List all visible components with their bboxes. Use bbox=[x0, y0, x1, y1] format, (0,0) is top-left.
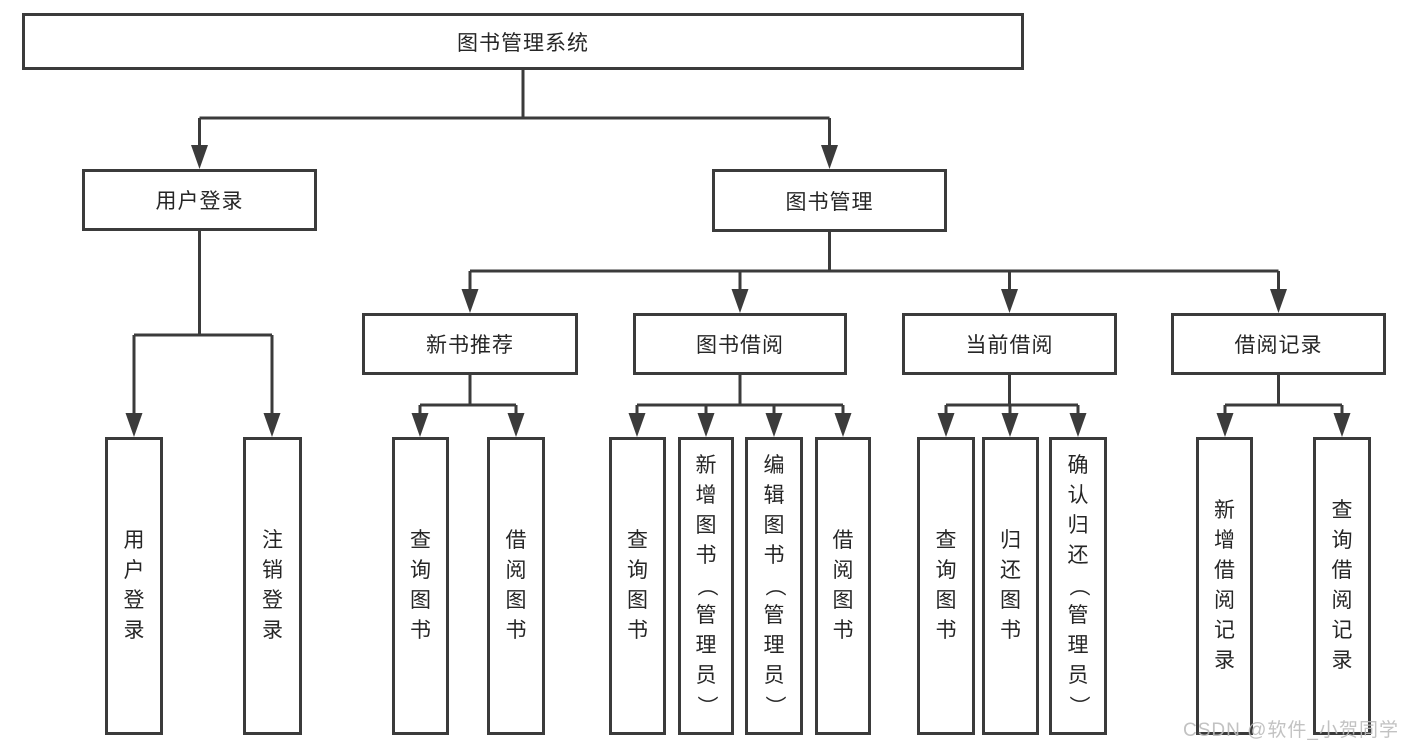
leaf-return-book-label: 归还图书 bbox=[1000, 529, 1021, 642]
leaf-borrow-books-recommend: 借阅图书 bbox=[487, 437, 545, 735]
node-borrow-records: 借阅记录 bbox=[1171, 313, 1386, 375]
leaf-query-borrow-record-label: 查询借阅记录 bbox=[1331, 499, 1353, 672]
leaf-query-books-borrow-label: 查询图书 bbox=[627, 529, 648, 642]
leaf-confirm-return-admin-label: 确认归还（管理员） bbox=[1067, 454, 1090, 717]
node-book-borrow-label: 图书借阅 bbox=[696, 334, 784, 357]
node-library-system-label: 图书管理系统 bbox=[457, 31, 589, 55]
node-current-borrow-label: 当前借阅 bbox=[965, 334, 1054, 357]
leaf-borrow-books-borrow-label: 借阅图书 bbox=[832, 529, 854, 642]
leaf-confirm-return-admin: 确认归还（管理员） bbox=[1049, 437, 1107, 735]
leaf-return-book: 归还图书 bbox=[982, 437, 1039, 735]
leaf-query-books-current: 查询图书 bbox=[917, 437, 975, 735]
leaf-user-login: 用户登录 bbox=[105, 437, 163, 735]
node-borrow-records-label: 借阅记录 bbox=[1234, 334, 1323, 357]
csdn-watermark: CSDN @软件_小贺同学 bbox=[1183, 720, 1399, 741]
leaf-borrow-books-borrow: 借阅图书 bbox=[815, 437, 871, 735]
node-book-borrow: 图书借阅 bbox=[633, 313, 847, 375]
leaf-query-books-recommend: 查询图书 bbox=[392, 437, 449, 735]
node-book-management: 图书管理 bbox=[712, 169, 947, 232]
leaf-add-book-admin: 新增图书（管理员） bbox=[678, 437, 734, 735]
leaf-edit-book-admin-label: 编辑图书（管理员） bbox=[763, 454, 786, 717]
node-library-system: 图书管理系统 bbox=[22, 13, 1024, 70]
leaf-add-borrow-record-label: 新增借阅记录 bbox=[1214, 499, 1235, 672]
leaf-query-books-current-label: 查询图书 bbox=[935, 529, 957, 642]
node-user-login: 用户登录 bbox=[82, 169, 317, 231]
node-new-book-recommend: 新书推荐 bbox=[362, 313, 578, 375]
leaf-logout-label: 注销登录 bbox=[262, 529, 283, 642]
leaf-logout: 注销登录 bbox=[243, 437, 302, 735]
leaf-borrow-books-recommend-label: 借阅图书 bbox=[505, 529, 527, 642]
node-user-login-label: 用户登录 bbox=[155, 190, 244, 213]
node-book-management-label: 图书管理 bbox=[785, 190, 874, 214]
leaf-query-books-recommend-label: 查询图书 bbox=[410, 529, 431, 642]
node-new-book-recommend-label: 新书推荐 bbox=[426, 334, 514, 357]
node-current-borrow: 当前借阅 bbox=[902, 313, 1117, 375]
leaf-query-books-borrow: 查询图书 bbox=[609, 437, 666, 735]
leaf-query-borrow-record: 查询借阅记录 bbox=[1313, 437, 1371, 735]
leaf-add-book-admin-label: 新增图书（管理员） bbox=[695, 454, 718, 717]
leaf-add-borrow-record: 新增借阅记录 bbox=[1196, 437, 1253, 735]
leaf-edit-book-admin: 编辑图书（管理员） bbox=[745, 437, 803, 735]
leaf-user-login-label: 用户登录 bbox=[123, 529, 145, 642]
